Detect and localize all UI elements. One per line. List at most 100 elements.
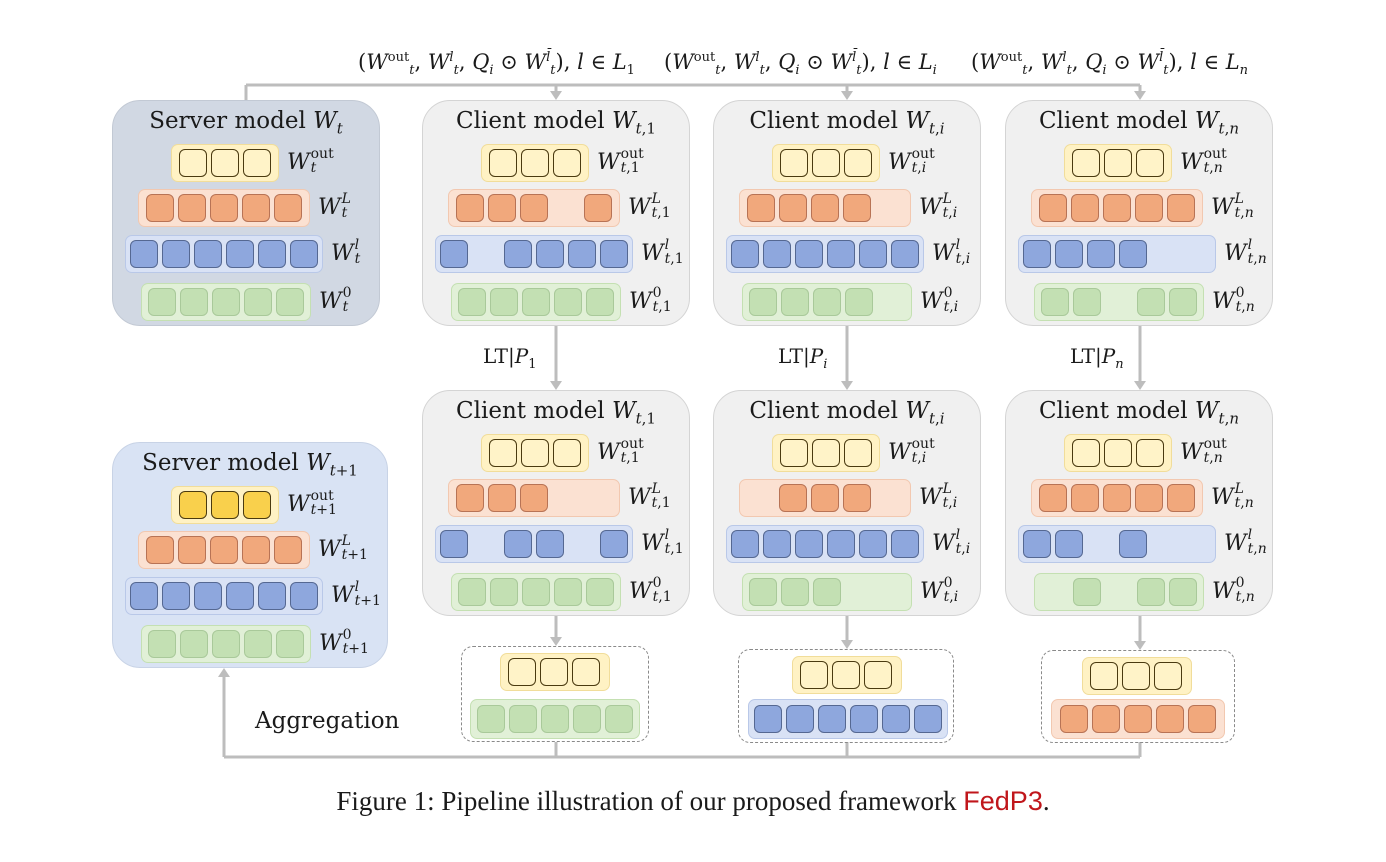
aggregated-layer-cell (1123, 704, 1152, 733)
server-model-t-cell (210, 148, 239, 177)
server-model-t-band-L (138, 189, 310, 227)
client-model-before-2-cell (762, 239, 791, 268)
server-model-t-plus-1-cell (289, 581, 318, 610)
client-model-before-3-cell (1102, 193, 1131, 222)
server-model-t-plus-1-cell (161, 581, 190, 610)
client-model-before-2-band-L (739, 189, 911, 227)
server-model-t-cell (178, 148, 207, 177)
client-model-before-2-cell (780, 287, 809, 316)
aggregated-layer-band (1051, 699, 1225, 739)
server-model-t-plus-1-cell (257, 581, 286, 610)
client-model-before-1-cell (503, 239, 532, 268)
server-model-t-plus-1-cell (225, 581, 254, 610)
client-model-after-1-cell (519, 483, 548, 512)
aggregated-layer-cell (849, 704, 878, 733)
client-model-after-2-cell (730, 529, 759, 558)
server-model-t-cell (242, 148, 271, 177)
client-model-after-2-cell (778, 483, 807, 512)
client-model-before-2-cell (810, 193, 839, 222)
client-model-after-1-cell (521, 577, 550, 606)
local-training-label-3: LT|Pn (1070, 344, 1124, 372)
local-training-arrowhead-3 (1134, 381, 1146, 390)
client-model-before-2-cell (778, 193, 807, 222)
client-model-after-2-cell (812, 577, 841, 606)
server-model-t-plus-1-cell (145, 535, 174, 564)
broadcast-arrowhead-3 (1134, 91, 1146, 100)
server-model-t-title: Server model Wt (149, 108, 343, 138)
client-model-before-3-cell (1136, 287, 1165, 316)
client-model-before-1-cell (488, 148, 517, 177)
server-model-t-cell (273, 193, 302, 222)
aggregated-out-cell (864, 660, 892, 689)
client-model-after-3-cell (1134, 483, 1163, 512)
client-model-after-2-band-l (726, 525, 924, 563)
aggregated-out-cell (1090, 661, 1118, 690)
aggregated-out-cell (508, 657, 536, 686)
client-model-after-2-cell (843, 438, 872, 467)
broadcast-arrowhead-1 (550, 91, 562, 100)
client-model-before-1-cell (520, 148, 549, 177)
client-model-after-3-title: Client model Wt,n (1038, 398, 1240, 428)
local-training-label-1: LT|P1 (483, 344, 537, 372)
server-model-t-cell (275, 287, 304, 316)
client-model-after-3-band-L (1031, 479, 1203, 517)
aggregation-arrowhead (218, 668, 230, 677)
aggregated-update-2 (738, 649, 954, 743)
client-model-before-1-band-out (481, 144, 589, 182)
client-model-after-3-cell (1070, 483, 1099, 512)
client-model-after-1-cell (457, 577, 486, 606)
server-model-t-cell (147, 287, 176, 316)
client-model-after-2-cell (858, 529, 887, 558)
client-model-after-2-cell (811, 438, 840, 467)
aggregated-out-cell (800, 660, 828, 689)
server-model-t-plus-1-cell (177, 535, 206, 564)
client-model-before-1-band-z (451, 283, 621, 321)
client-model-before-1-cell (487, 193, 516, 222)
local-training-label-2: LT|Pi (778, 344, 828, 372)
server-model-t-cell (225, 239, 254, 268)
aggregated-out-cell (1122, 661, 1150, 690)
client-model-after-2-band-z (742, 573, 912, 611)
client-model-before-1-cell (583, 193, 612, 222)
client-model-before-2-band-z (742, 283, 912, 321)
server-model-t-cell (193, 239, 222, 268)
server-model-t-cell (179, 287, 208, 316)
client-model-before-1-cell (585, 287, 614, 316)
client-model-after-1-band-out (481, 434, 589, 472)
client-model-before-1-cell (521, 287, 550, 316)
client-model-before-3-band-L (1031, 189, 1203, 227)
client-model-after-3-cell (1038, 483, 1067, 512)
client-model-before-2-cell (811, 148, 840, 177)
client-model-before-1-cell (553, 287, 582, 316)
client-model-after-1-cell (520, 438, 549, 467)
client-model-after-1-cell (488, 438, 517, 467)
client-model-before-1-title: Client model Wt,1 (456, 108, 656, 138)
client-model-after-3-cell (1168, 577, 1197, 606)
client-model-after-3-cell (1136, 577, 1165, 606)
server-model-t-cell (243, 287, 272, 316)
client-model-before-3-cell (1022, 239, 1051, 268)
client-model-after-2-cell (748, 577, 777, 606)
client-model-before-1-band-L (448, 189, 620, 227)
client-model-before-2-cell (826, 239, 855, 268)
server-model-t-plus-1-band-z (141, 625, 311, 663)
aggregated-out-band (1082, 657, 1192, 695)
server-model-t-cell (129, 239, 158, 268)
server-model-t-plus-1-cell (241, 535, 270, 564)
server-model-t-band-out (171, 144, 279, 182)
